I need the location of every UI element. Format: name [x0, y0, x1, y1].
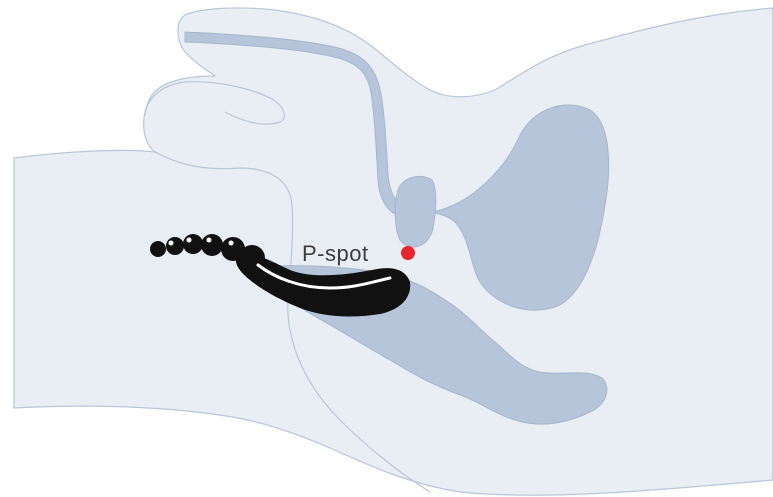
prostate: [395, 176, 436, 247]
toy-bead-highlight: [207, 238, 212, 243]
p-spot-label: P-spot: [302, 241, 369, 266]
body-silhouette: [14, 8, 773, 495]
toy-bead-highlight: [229, 241, 234, 246]
toy-bead-highlight: [169, 241, 174, 246]
toy-bead: [166, 237, 184, 255]
toy-bead-highlight: [187, 238, 192, 243]
p-spot-marker: [401, 246, 415, 260]
toy-bead: [150, 241, 166, 257]
toy-bead: [183, 234, 203, 254]
toy-bead: [201, 234, 223, 256]
